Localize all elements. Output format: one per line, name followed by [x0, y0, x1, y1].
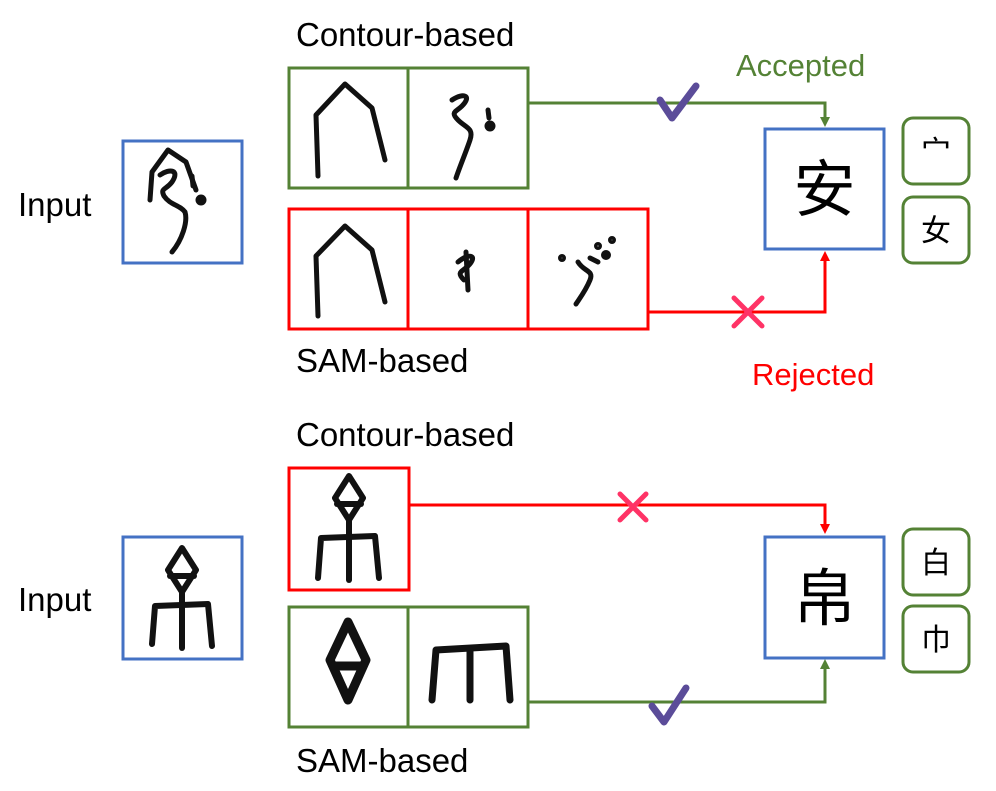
check-icon: [648, 684, 690, 726]
contour-components-panel: [287, 66, 530, 190]
cross-icon: [731, 295, 765, 329]
component-chip: [901, 195, 971, 265]
example-1: Input Contour-based: [18, 16, 971, 392]
sam-noisy-glyph: [558, 236, 616, 307]
result-character-box: 安: [763, 127, 886, 251]
rejected-path: [409, 491, 830, 534]
input-image-box: [121, 139, 244, 265]
rejected-label: Rejected: [752, 357, 874, 392]
sam-components-panel: [287, 207, 650, 331]
result-character: 帛: [793, 562, 855, 635]
component-character: 宀: [921, 135, 951, 170]
component-chip: [901, 604, 971, 674]
contour-based-label: Contour-based: [296, 416, 514, 453]
sam-based-label: SAM-based: [296, 742, 468, 779]
contour-based-label: Contour-based: [296, 16, 514, 53]
cross-icon: [617, 491, 649, 523]
contour-components-panel: [287, 466, 411, 592]
component-cloth-glyph: [428, 642, 514, 704]
sam-components-panel: [287, 605, 530, 729]
example-2: Input Contour-based: [18, 416, 971, 779]
result-character: 安: [793, 153, 855, 226]
accepted-path: [528, 659, 830, 726]
component-character-list: 白 巾: [901, 527, 971, 674]
contour-whole-glyph: [315, 473, 382, 583]
component-character: 白: [921, 546, 951, 581]
input-label: Input: [18, 186, 91, 223]
sam-roof-glyph: [313, 223, 388, 319]
accepted-path: Accepted: [528, 48, 865, 127]
rejected-path: Rejected: [648, 251, 874, 392]
oracle-glyph-bo-input: [149, 545, 215, 651]
oracle-glyph-an-input: [147, 147, 207, 255]
component-chip: [901, 116, 971, 186]
component-woman-glyph: [449, 93, 496, 181]
component-chip: [901, 527, 971, 597]
sam-fragment-glyph: [455, 249, 475, 293]
sam-based-label: SAM-based: [296, 342, 468, 379]
component-character: 女: [921, 214, 951, 249]
component-white-glyph: [325, 617, 371, 705]
component-roof-glyph: [313, 81, 388, 179]
input-label: Input: [18, 581, 91, 618]
input-image-box: [121, 535, 244, 661]
component-character: 巾: [921, 623, 951, 658]
check-icon: [656, 82, 700, 122]
result-character-box: 帛: [763, 535, 886, 660]
component-character-list: 宀 女: [901, 116, 971, 265]
accepted-label: Accepted: [736, 48, 865, 83]
